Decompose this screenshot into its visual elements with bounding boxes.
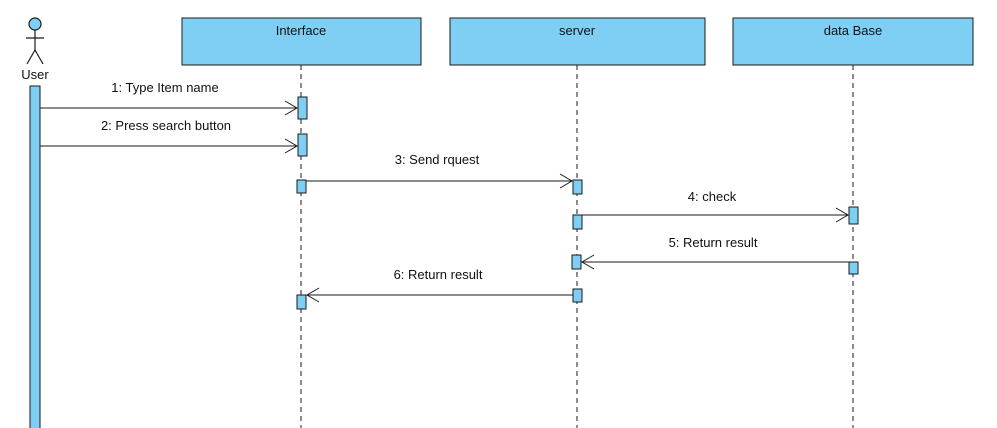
activation-database-2 xyxy=(848,261,859,275)
message-4 xyxy=(582,207,849,223)
activation-interface-2 xyxy=(297,133,308,157)
user-actor xyxy=(26,17,44,65)
message-label-3: 3: Send rquest xyxy=(395,152,480,167)
activation-server-2 xyxy=(572,214,583,230)
lifeline-label-server: server xyxy=(559,23,596,38)
message-6 xyxy=(306,287,573,303)
message-1 xyxy=(40,100,298,116)
activation-interface-1 xyxy=(297,96,308,120)
actor-head-icon xyxy=(28,17,42,31)
lifeline-head-interface xyxy=(181,17,422,66)
arrowhead-icon xyxy=(559,173,573,189)
message-label-6: 6: Return result xyxy=(394,267,483,282)
arrowhead-icon xyxy=(306,287,320,303)
lifeline-server: server xyxy=(449,17,706,428)
actor-left-leg xyxy=(26,49,36,65)
arrowhead-icon xyxy=(581,254,595,270)
actor-right-leg xyxy=(34,49,44,65)
message-label-2: 2: Press search button xyxy=(101,118,231,133)
lifeline-interface: Interface xyxy=(181,17,422,428)
message-label-1: 1: Type Item name xyxy=(111,80,218,95)
lifeline-database: data Base xyxy=(732,17,974,428)
activation-server-4 xyxy=(572,288,583,303)
arrowhead-icon xyxy=(835,207,849,223)
message-label-5: 5: Return result xyxy=(669,235,758,250)
message-label-4: 4: check xyxy=(688,189,737,204)
activation-server-3 xyxy=(571,254,582,270)
actor-label: User xyxy=(21,67,49,82)
activation-database-1 xyxy=(848,206,859,225)
activation-interface-4 xyxy=(296,294,307,310)
lifeline-label-interface: Interface xyxy=(276,23,327,38)
lifeline-label-database: data Base xyxy=(824,23,883,38)
arrowhead-icon xyxy=(284,100,298,116)
message-5 xyxy=(581,254,849,270)
message-3 xyxy=(306,173,573,189)
activation-server-1 xyxy=(572,179,583,195)
message-2 xyxy=(40,138,298,154)
arrowhead-icon xyxy=(284,138,298,154)
user-activation-bar xyxy=(29,85,41,428)
lifeline-head-database xyxy=(732,17,974,66)
activation-interface-3 xyxy=(296,179,307,194)
